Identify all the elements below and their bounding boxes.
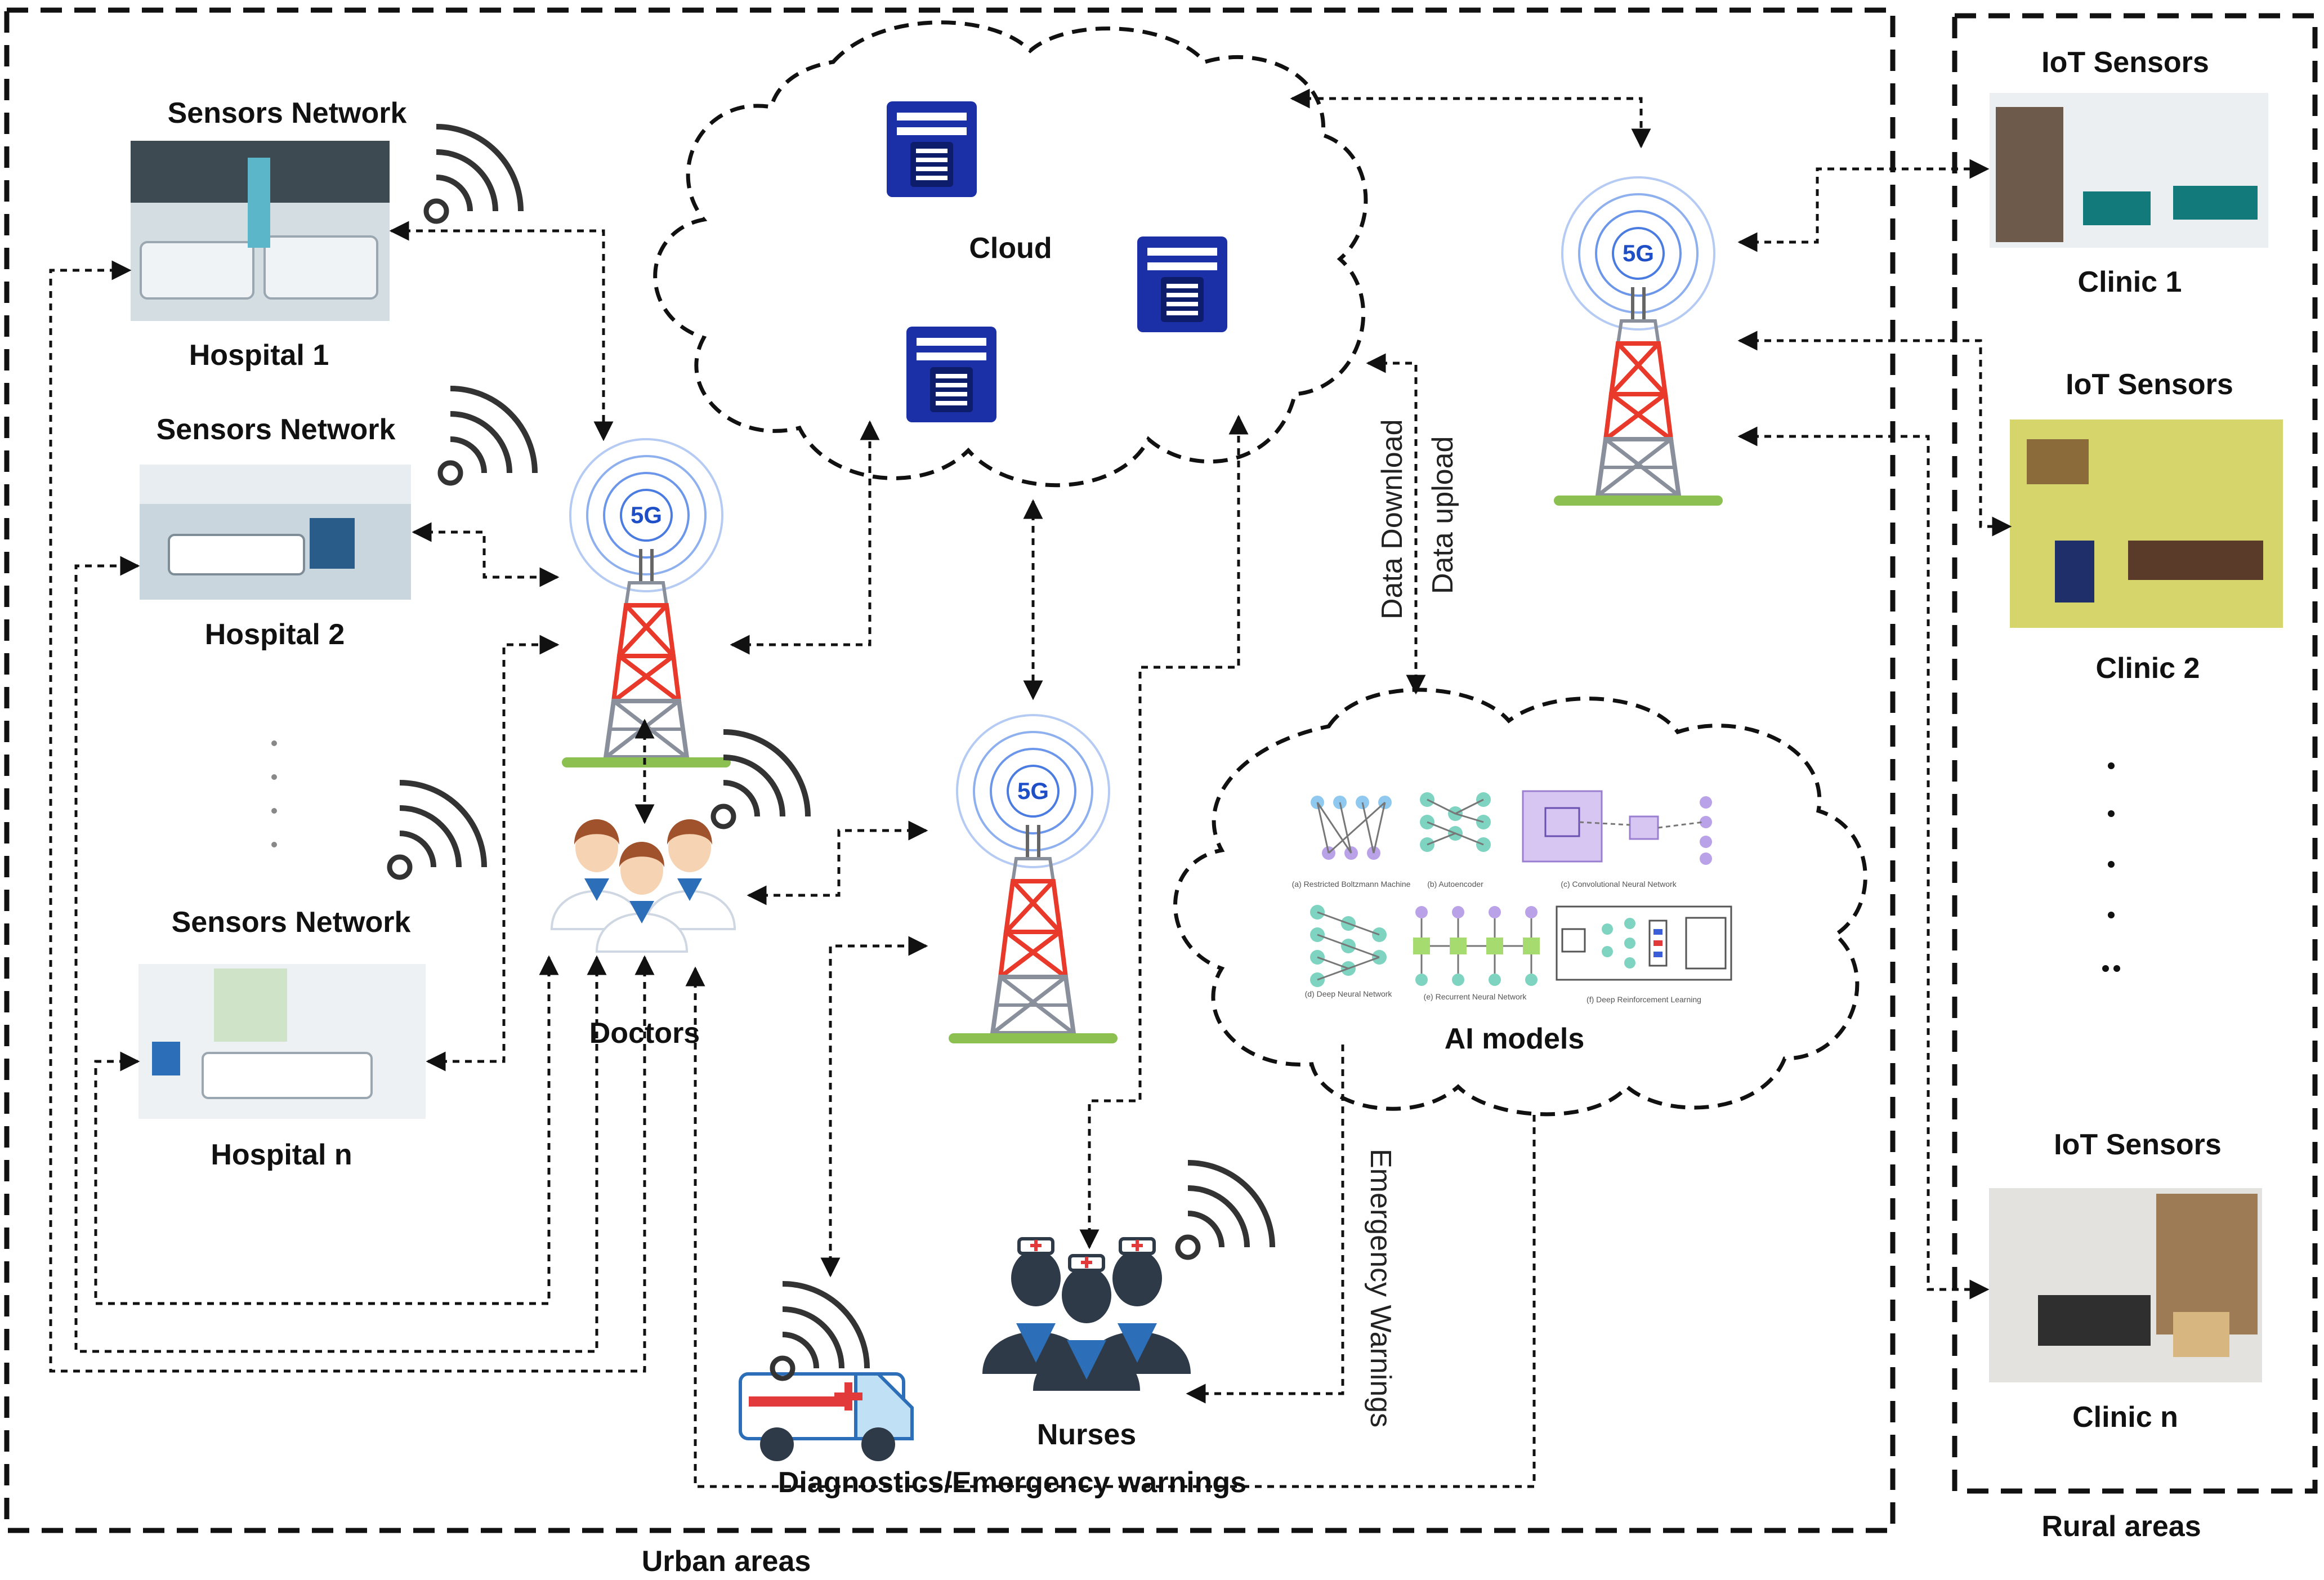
emergency-warnings-label: Emergency Warnings [1364,1149,1397,1427]
ai-model-thumbnails: (a) Restricted Boltzmann Machine (b) Aut… [1292,790,1732,1004]
rural-area-box [1952,13,2318,1494]
diagnostics-label: Diagnostics/Emergency warnings [778,1466,1246,1499]
doctors-icon [551,818,736,953]
hospital-1-label: Hospital 1 [189,339,329,372]
clinic-1: IoT Sensors Clinic 1 [1990,46,2268,298]
wifi-icon [426,127,521,221]
hospital-n: Sensors Network Hospital n [138,906,426,1171]
tower-5g-icon [562,439,731,767]
clinic-2-label: Clinic 2 [2096,652,2200,685]
svg-text:(f) Deep Reinforcement Learnin: (f) Deep Reinforcement Learning [1586,995,1701,1004]
svg-text:(c) Convolutional Neural Netwo: (c) Convolutional Neural Network [1561,880,1677,889]
clinic-n-label: Clinic n [2072,1401,2178,1434]
clinic-n: IoT Sensors Clinic n [1989,1128,2262,1434]
clinic-1-label: Clinic 1 [2078,266,2182,298]
tower-5g-icon [949,715,1118,1043]
svg-text:(a) Restricted Boltzmann Machi: (a) Restricted Boltzmann Machine [1292,880,1411,889]
wifi-icon [713,732,808,827]
svg-text:(e) Recurrent Neural Network: (e) Recurrent Neural Network [1424,992,1527,1001]
clinic-2-sensors-label: IoT Sensors [2066,368,2233,401]
nurses-label: Nurses [1037,1418,1136,1451]
clinic-2: IoT Sensors Clinic 2 [2010,368,2283,685]
ai-models-cloud-shape [1173,688,1867,1117]
hospital-1: Sensors Network Hospital 1 [131,97,406,372]
hospital-1-sensors-label: Sensors Network [168,97,407,130]
server-icon [1137,236,1227,332]
hospital-n-sensors-label: Sensors Network [172,906,411,939]
svg-text:(b) Autoencoder: (b) Autoencoder [1427,880,1483,889]
clinic-1-sensors-label: IoT Sensors [2041,46,2209,79]
hospital-2-sensors-label: Sensors Network [157,413,396,446]
cloud-label: Cloud [969,232,1052,265]
data-download-label: Data Download [1376,419,1409,619]
hospital-2-label: Hospital 2 [205,618,345,651]
ambulance-icon [739,1372,914,1461]
server-icon [887,101,977,197]
tower-5g-icon [1554,177,1723,506]
wifi-icon [772,1284,867,1378]
svg-text:(d) Deep Neural Network: (d) Deep Neural Network [1305,989,1393,998]
hospital-continuation-dots [271,740,277,847]
hospital-2: Sensors Network Hospital 2 [140,413,411,651]
wifi-icon [1178,1163,1272,1257]
clinic-continuation-dots [2102,762,2120,972]
nurses-icon [982,1239,1191,1391]
hospital-n-label: Hospital n [211,1139,352,1171]
clinic-n-sensors-label: IoT Sensors [2054,1128,2222,1161]
rural-area-label: Rural areas [2041,1510,2201,1543]
ai-models-label: AI models [1445,1023,1585,1055]
connectors [49,88,2012,1488]
server-icon [906,327,996,422]
urban-area-label: Urban areas [642,1545,811,1578]
data-upload-label: Data upload [1427,436,1459,594]
wifi-icon [440,389,535,483]
wifi-icon [390,783,484,877]
